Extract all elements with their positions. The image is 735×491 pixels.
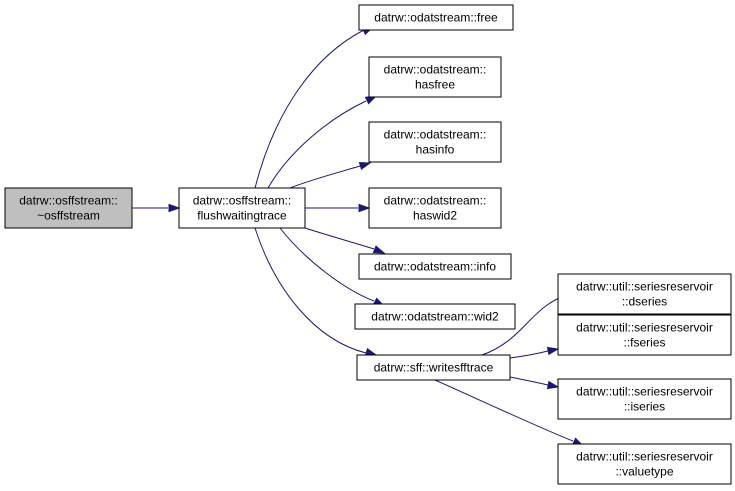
node-label: datrw::odatstream::wid2 xyxy=(371,310,499,324)
edge-flush-hasinfo xyxy=(289,161,372,189)
node-box[interactable] xyxy=(4,187,133,229)
node-box[interactable] xyxy=(557,443,732,485)
node-hasinfo[interactable]: datrw::odatstream::hasinfo xyxy=(368,121,502,163)
node-box[interactable] xyxy=(557,314,732,356)
edge-line xyxy=(289,165,361,189)
node-box[interactable] xyxy=(368,187,502,229)
node-label: hasinfo xyxy=(416,143,455,157)
node-free[interactable]: datrw::odatstream::free xyxy=(358,4,514,31)
node-label: datrw::odatstream:: xyxy=(384,63,487,77)
node-label: flushwaitingtrace xyxy=(197,209,287,223)
edge-line xyxy=(509,350,549,359)
node-label: ::dseries xyxy=(622,295,667,309)
edge-line xyxy=(279,227,375,302)
arrowhead xyxy=(168,203,181,213)
node-label: haswid2 xyxy=(413,209,457,223)
node-label: ::valuetype xyxy=(615,465,673,479)
node-label: ::fseries xyxy=(623,336,665,350)
node-fseries[interactable]: datrw::util::seriesreservoir::fseries xyxy=(557,314,732,356)
node-label: datrw::util::seriesreservoir xyxy=(576,280,713,294)
edge-line xyxy=(267,100,367,189)
node-label: datrw::osffstream:: xyxy=(19,194,117,208)
node-box[interactable] xyxy=(368,56,502,98)
node-label: datrw::util::seriesreservoir xyxy=(576,385,713,399)
edge-writesff-iseries xyxy=(509,376,560,390)
edge-line xyxy=(304,227,375,250)
node-box[interactable] xyxy=(358,253,512,280)
node-writesff[interactable]: datrw::sff::writesfftrace xyxy=(356,354,511,381)
node-label: datrw::osffstream:: xyxy=(193,194,291,208)
edge-line xyxy=(509,376,549,386)
edge-line xyxy=(434,379,574,442)
edge-flush-haswid2 xyxy=(305,203,371,213)
arrowhead xyxy=(546,380,560,390)
node-valuetype[interactable]: datrw::util::seriesreservoir::valuetype xyxy=(557,443,732,485)
node-haswid2[interactable]: datrw::odatstream::haswid2 xyxy=(368,187,502,229)
arrowhead xyxy=(546,346,560,356)
edge-writesff-fseries xyxy=(509,346,560,359)
edge-flush-info xyxy=(304,227,386,254)
node-label: datrw::odatstream::info xyxy=(374,260,496,274)
node-wid2[interactable]: datrw::odatstream::wid2 xyxy=(354,303,516,330)
node-dseries[interactable]: datrw::util::seriesreservoir::dseries xyxy=(557,273,732,315)
arrowhead xyxy=(372,245,386,254)
node-label: datrw::sff::writesfftrace xyxy=(374,361,494,375)
node-label: datrw::util::seriesreservoir xyxy=(576,321,713,335)
arrowhead xyxy=(364,347,378,357)
node-label: datrw::util::seriesreservoir xyxy=(576,450,713,464)
node-box[interactable] xyxy=(356,354,511,381)
node-root[interactable]: datrw::osffstream::~osffstream xyxy=(4,187,133,229)
arrowhead xyxy=(358,203,371,213)
node-label: hasfree xyxy=(415,78,455,92)
node-box[interactable] xyxy=(368,121,502,163)
node-box[interactable] xyxy=(557,378,732,420)
node-box[interactable] xyxy=(178,187,306,229)
edge-root-flush xyxy=(132,203,181,213)
call-edges xyxy=(132,26,585,447)
edge-flush-hasfree xyxy=(267,95,378,189)
node-label: datrw::odatstream:: xyxy=(384,194,487,208)
call-nodes: datrw::osffstream::~osffstreamdatrw::osf… xyxy=(4,4,732,485)
edge-line xyxy=(254,29,365,189)
arrowhead xyxy=(358,161,372,171)
edge-flush-free xyxy=(254,26,375,189)
node-info[interactable]: datrw::odatstream::info xyxy=(358,253,512,280)
node-iseries[interactable]: datrw::util::seriesreservoir::iseries xyxy=(557,378,732,420)
node-label: datrw::odatstream::free xyxy=(374,11,498,25)
node-label: ::iseries xyxy=(624,400,665,414)
edge-line xyxy=(254,227,367,354)
node-box[interactable] xyxy=(354,303,516,330)
edge-flush-writesff xyxy=(254,227,378,357)
node-hasfree[interactable]: datrw::odatstream::hasfree xyxy=(368,56,502,98)
node-flush[interactable]: datrw::osffstream::flushwaitingtrace xyxy=(178,187,306,229)
node-label: ~osffstream xyxy=(37,209,100,223)
node-box[interactable] xyxy=(557,273,732,315)
node-box[interactable] xyxy=(358,4,514,31)
node-label: datrw::odatstream:: xyxy=(384,128,487,142)
